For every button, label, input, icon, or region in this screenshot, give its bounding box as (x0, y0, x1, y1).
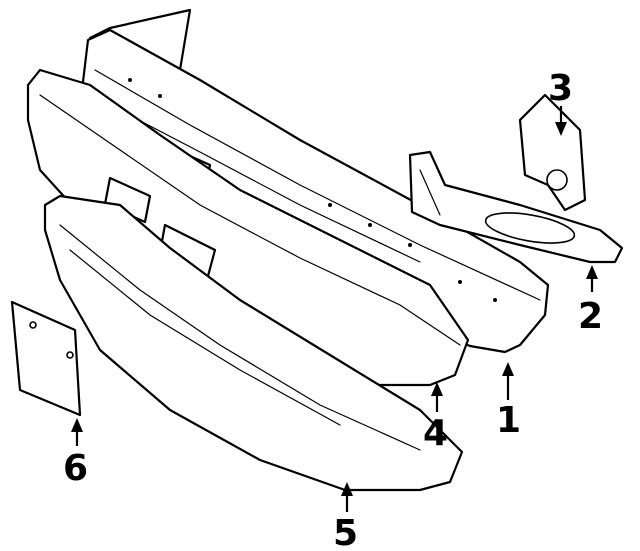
lower-valance (43, 194, 464, 492)
callout-1: 1 (496, 362, 521, 441)
callout-2: 2 (578, 265, 603, 337)
mounting-bracket (408, 150, 624, 264)
callout-2-label: 2 (578, 296, 603, 337)
callout-4-label: 4 (423, 413, 448, 454)
callout-1-label: 1 (496, 400, 521, 441)
callout-3: 3 (548, 68, 573, 136)
callout-5: 5 (333, 482, 358, 551)
callout-5-label: 5 (333, 513, 358, 551)
callout-6-label: 6 (63, 448, 88, 489)
support-plate (518, 93, 587, 212)
callout-4: 4 (423, 382, 448, 454)
callout-3-label: 3 (548, 68, 573, 109)
license-plate-bracket (10, 300, 82, 417)
callout-6: 6 (63, 418, 88, 489)
